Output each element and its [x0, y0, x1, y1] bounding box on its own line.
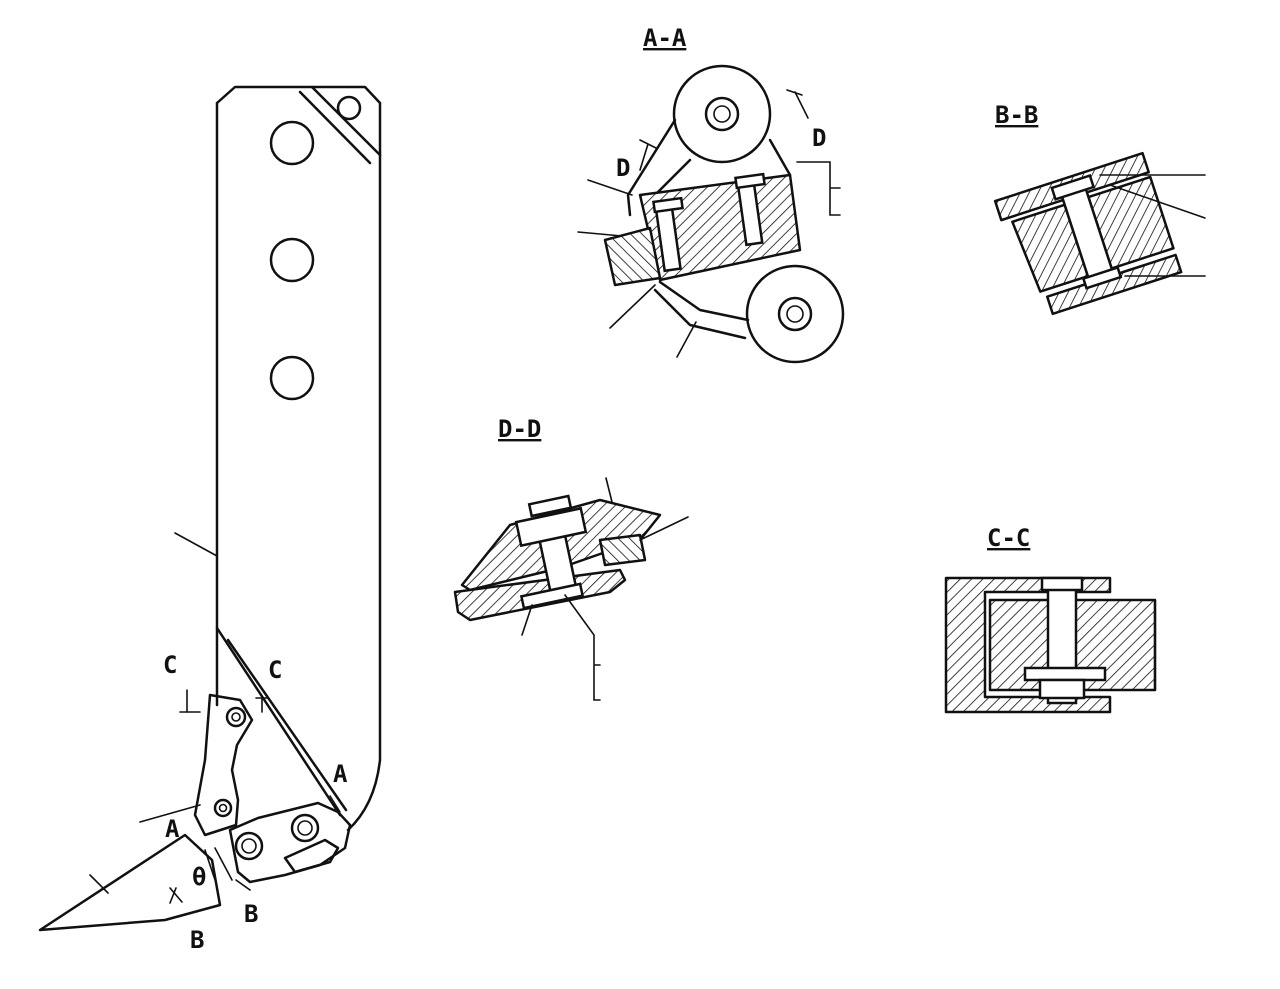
- bb-leader-2: [1109, 184, 1206, 219]
- theta-line-2: [214, 847, 233, 881]
- aa-leader-3: [609, 284, 656, 329]
- marker-theta: θ: [192, 863, 206, 891]
- aa-cut-d-right-stem: [794, 91, 809, 119]
- adapter-bolt-top-inner: [231, 712, 241, 722]
- cc-outer-bracket: [944, 576, 1112, 714]
- corner-plate: [298, 85, 382, 165]
- guard-bolt-left-inner: [241, 838, 257, 854]
- cut-b-left: [169, 887, 183, 903]
- aa-leader-5: [796, 161, 841, 216]
- adapter-bolt-bottom-inner: [218, 803, 228, 813]
- theta-line-1: [204, 849, 216, 881]
- shank-outline: [215, 85, 382, 832]
- section-dd: D-D: [453, 415, 689, 701]
- lower-roller-nut: [786, 305, 804, 323]
- pin-hole-2: [269, 237, 315, 283]
- dd-leader-3: [521, 604, 533, 636]
- main-view: C C A A B B θ: [38, 85, 382, 954]
- lower-roller-hub: [777, 296, 813, 332]
- guard-lug: [283, 838, 340, 874]
- title-aa: A-A: [643, 24, 687, 52]
- dd-nut: [514, 506, 588, 548]
- cc-nut: [1038, 678, 1086, 700]
- leader-shank: [174, 532, 218, 557]
- section-aa: A-A D D: [577, 24, 845, 364]
- marker-c-right: C: [268, 656, 282, 684]
- cut-a-right: [329, 795, 341, 813]
- dd-leader-1: [605, 477, 613, 503]
- aa-frame-lower: [653, 280, 750, 340]
- upper-roller: [672, 64, 772, 164]
- protector-edge: [215, 626, 348, 817]
- marker-b-right: B: [244, 900, 258, 928]
- dd-side-block: [598, 533, 647, 567]
- cut-b-left-tick: [169, 887, 177, 904]
- marker-b-left: B: [190, 926, 204, 954]
- section-bb: B-B: [993, 101, 1206, 316]
- cc-bolt-head: [1040, 576, 1084, 592]
- dd-nut-cap: [527, 494, 573, 518]
- title-cc: C-C: [987, 524, 1030, 552]
- dd-leader-2: [639, 516, 689, 541]
- pin-hole-1: [269, 120, 315, 166]
- ripper-tip: [38, 833, 222, 932]
- bb-bolt-head: [1050, 174, 1096, 201]
- aa-left-plate: [603, 226, 662, 287]
- dd-washer: [519, 582, 585, 610]
- aa-bolt-left-head: [652, 196, 684, 214]
- adapter-bolt-top: [225, 706, 247, 728]
- aa-cut-d-left-stem: [639, 143, 649, 171]
- section-cc: C-C: [944, 524, 1157, 714]
- aa-leader-2: [577, 231, 623, 237]
- aa-leader-4: [676, 321, 697, 358]
- title-bb: B-B: [995, 101, 1038, 129]
- leader-adapter: [139, 804, 201, 823]
- marker-a-right: A: [333, 760, 348, 788]
- guard-bolt-left: [234, 831, 264, 861]
- bb-bolt-nut: [1081, 265, 1123, 290]
- lower-roller: [745, 264, 845, 364]
- guard-bolt-right-inner: [297, 820, 313, 836]
- aa-bolt-right-head: [734, 172, 766, 190]
- dd-leader-4: [564, 594, 601, 701]
- upper-roller-nut: [713, 105, 731, 123]
- cut-b-right: [235, 879, 251, 891]
- aa-marker-d-left: D: [616, 154, 630, 182]
- marker-a-left: A: [165, 815, 180, 843]
- title-dd: D-D: [498, 415, 541, 443]
- shin-guard: [228, 801, 352, 884]
- adapter-plate: [193, 693, 254, 837]
- aa-marker-d-right: D: [812, 124, 826, 152]
- corner-hole: [336, 95, 362, 121]
- guard-bolt-right: [290, 813, 320, 843]
- cc-washer: [1023, 666, 1107, 682]
- upper-roller-hub: [704, 96, 740, 132]
- marker-c-left: C: [163, 651, 177, 679]
- leader-tip: [89, 874, 109, 894]
- adapter-bolt-bottom: [213, 798, 233, 818]
- pin-hole-3: [269, 355, 315, 401]
- bb-bottom-plate: [1045, 253, 1183, 316]
- aa-leader-1: [587, 179, 633, 196]
